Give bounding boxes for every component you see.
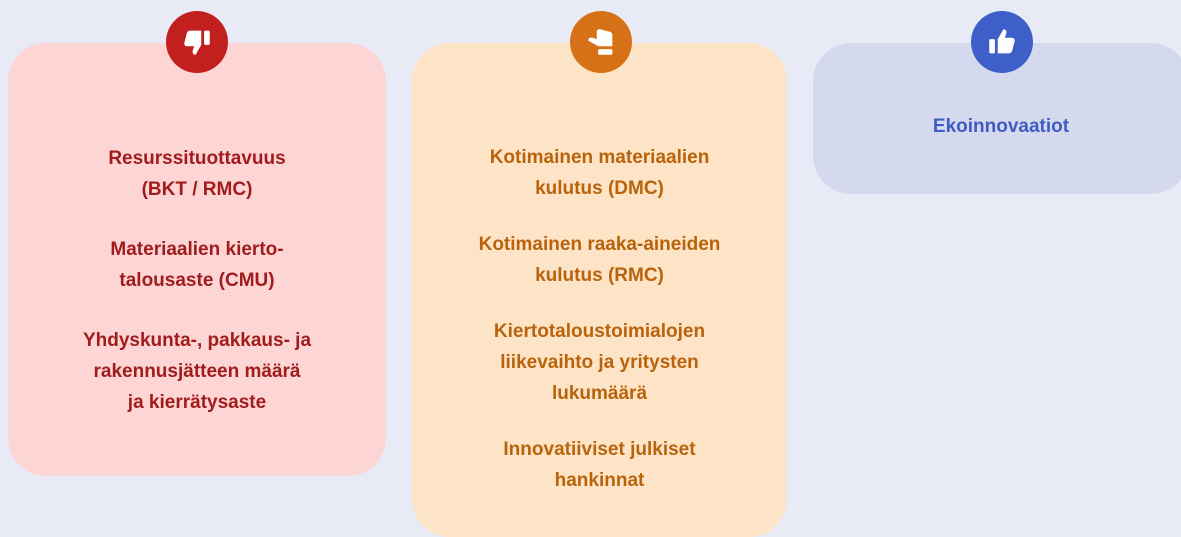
indicator-item: Yhdyskunta-, pakkaus- ja rakennusjätteen… [82,330,312,413]
thumbs-down-icon [166,11,228,73]
neutral-indicator-list: Kotimainen materiaalien kulutus (DMC) Ko… [412,142,787,521]
indicator-item: Innovatiiviset julkiset hankinnat [503,439,696,491]
negative-indicator-list: Resurssituottavuus (BKT / RMC) Materiaal… [8,143,386,447]
neutral-column-card: Kotimainen materiaalien kulutus (DMC) Ko… [412,43,787,537]
thumbs-up-icon [971,11,1033,73]
indicator-item: Resurssituottavuus (BKT / RMC) [108,148,286,200]
indicator-item: Kotimainen raaka-aineiden kulutus (RMC) [478,234,721,286]
indicator-item: Ekoinnovaatiot [932,116,1070,137]
positive-indicator-list: Ekoinnovaatiot [813,111,1181,171]
negative-column-card: Resurssituottavuus (BKT / RMC) Materiaal… [8,43,386,476]
indicator-item: Kiertotaloustoimialojen liikevaihto ja y… [493,321,706,404]
thumb-sideways-icon [570,11,632,73]
indicator-item: Kotimainen materiaalien kulutus (DMC) [489,147,710,199]
indicator-item: Materiaalien kierto- talousaste (CMU) [110,239,284,291]
